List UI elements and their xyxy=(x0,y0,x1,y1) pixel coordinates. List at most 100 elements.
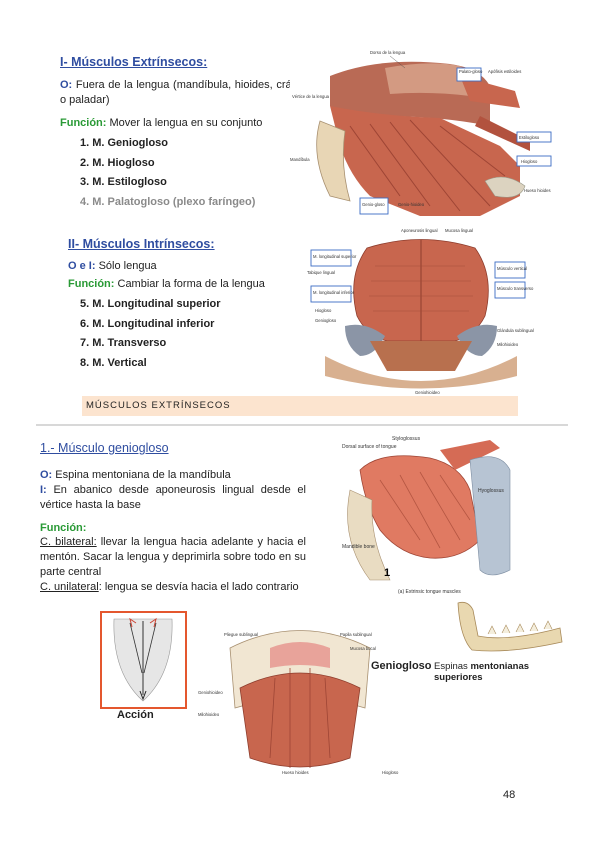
bilateral-label: C. bilateral: xyxy=(40,536,97,548)
label-hueso-hioides: Hueso hioides xyxy=(524,188,551,193)
tongue-action-figure xyxy=(100,611,187,709)
box-geniogloso xyxy=(359,197,389,215)
box-hiogloso xyxy=(516,155,552,167)
list-item: 3. M. Estilogloso xyxy=(80,176,167,188)
intrinsic-function: Función: Cambiar la forma de la lengua xyxy=(68,277,265,292)
box-long-inf xyxy=(310,285,352,303)
label-dorsal: Dorsal surface of tongue xyxy=(342,444,397,450)
label-mucosa: Mucosa lingual xyxy=(445,228,473,233)
extrinsic-muscle-list: 1. M. Geniogloso 2. M. Hiogloso 3. M. Es… xyxy=(80,134,255,212)
label-geniohioideo: Geniohioideo xyxy=(198,690,223,695)
oi-text: Sólo lengua xyxy=(95,260,157,272)
box-long-sup xyxy=(310,249,352,267)
mucosa-shape xyxy=(270,642,330,668)
list-item: 7. M. Transverso xyxy=(80,337,167,349)
label-hiogloso: Hiogloso xyxy=(382,770,399,775)
section-banner: MÚSCULOS EXTRÍNSECOS xyxy=(82,396,518,416)
intrinsic-muscle-list: 5. M. Longitudinal superior 6. M. Longit… xyxy=(80,295,221,373)
muscle-fibers xyxy=(379,471,471,549)
label-long-sup: M. longitudinal superior xyxy=(313,254,357,259)
label-mandible: Mandible bone xyxy=(342,544,375,550)
label-palatogloso: Palato-gloso xyxy=(459,69,483,74)
geniogloso-origin: O: Espina mentoniana de la mandíbula xyxy=(40,468,231,483)
box-vertical xyxy=(494,261,526,279)
genioglossus-block xyxy=(370,341,472,371)
origin-text: Espina mentoniana de la mandíbula xyxy=(52,469,231,481)
list-item: 5. M. Longitudinal superior xyxy=(80,298,221,310)
label-aponeurosis: Aponeurosis lingual xyxy=(401,228,438,233)
extrinsic-function: Función: Mover la lengua en su conjunto xyxy=(60,116,262,131)
label-hiogloso: Hiogloso xyxy=(315,308,332,313)
insertion-text: En abanico desde aponeurosis lingual des… xyxy=(40,484,306,511)
page-number: 48 xyxy=(503,789,516,801)
label-estilogloso: Estilogloso xyxy=(519,135,540,140)
geniogloso-function-label: Función: xyxy=(40,522,87,534)
label-number: 1 xyxy=(384,567,390,579)
muscle-fibers xyxy=(269,668,331,768)
function-label: Función: xyxy=(60,117,107,129)
mandible-shape xyxy=(347,489,391,581)
box-transverso xyxy=(494,281,526,299)
label-geniohioideo: Genio-hioideo xyxy=(398,202,425,207)
tongue-surface-shape xyxy=(385,63,472,96)
geniogloso-panel xyxy=(36,424,568,782)
label-geniogloso: Geniogloso xyxy=(315,318,337,323)
action-label: Acción xyxy=(117,709,154,721)
extrinsic-muscles-figure: Dorsal surface of tongue Styloglossus Hy… xyxy=(340,430,520,598)
spines-label: Espinas mentonianas superiores xyxy=(434,661,530,683)
extrinsic-origin: O: Fuera de la lengua (mandíbula, hioide… xyxy=(60,78,310,108)
geniogloso-figure-label: Geniogloso xyxy=(371,660,432,672)
function-text: Cambiar la forma de la lengua xyxy=(114,278,265,290)
geniogloso-insertion: I: En abanico desde aponeurosis lingual … xyxy=(40,483,306,513)
box-palatogloso xyxy=(456,67,482,82)
label-hyoglossus: Hyoglossus xyxy=(478,488,504,494)
bilateral-text: C. bilateral: llevar la lengua hacia ade… xyxy=(40,536,306,578)
palatoglossus-shape xyxy=(460,76,520,108)
origin-text: Fuera de la lengua (mandíbula, hioides, … xyxy=(60,79,310,106)
label-milohioideo: Milohioideo xyxy=(497,342,519,347)
label-pliegue: Pliegue sublingual xyxy=(224,632,258,637)
unilateral-label: C. unilateral xyxy=(40,581,99,593)
tongue-action-drawing xyxy=(113,617,173,702)
unilateral-text: C. unilateral: lengua se desvía hacia el… xyxy=(40,581,299,593)
label-hiogloso: Hiogloso xyxy=(521,159,538,164)
hyoid-bone-shape xyxy=(484,176,526,198)
extrinsic-title: I- Músculos Extrínsecos: xyxy=(60,55,208,69)
label-mandibula: Mandíbula xyxy=(290,157,310,162)
mylohyoid-layer xyxy=(325,356,517,389)
label-vertice: Vértice de la lengua xyxy=(292,94,330,99)
oi-label: O e I: xyxy=(68,260,96,272)
pharynx-shape xyxy=(469,456,511,576)
label-papila: Papila sublingual xyxy=(340,632,372,637)
box-estilogloso xyxy=(516,131,552,143)
label-tabique: Tabique lingual xyxy=(307,270,335,275)
label-hueso-hioides: Hueso hioides xyxy=(282,770,309,775)
label-caption: (a) Extrinsic tongue muscles xyxy=(398,589,461,595)
muscle-fibers xyxy=(349,119,506,212)
list-item: 4. M. Palatogloso (plexo faríngeo) xyxy=(80,195,256,208)
tongue-coronal-figure: Aponeurosis lingual Mucosa lingual M. lo… xyxy=(305,226,537,396)
spines-label-bold: mentonianas superiores xyxy=(434,661,530,683)
label-mucosa-bucal: Mucosa bucal xyxy=(350,646,376,651)
intrinsic-origin: O e I: Sólo lengua xyxy=(68,259,157,274)
label-styloglossus: Styloglossus xyxy=(392,436,421,442)
mandible-shape xyxy=(457,601,563,652)
label-apofisis: Apófisis estiloides xyxy=(488,69,521,74)
label-glandula: Glándula sublingual xyxy=(497,328,534,333)
transverse-fibers xyxy=(369,265,473,312)
banner-text: MÚSCULOS EXTRÍNSECOS xyxy=(86,400,231,411)
styloglossus-shape xyxy=(440,440,500,470)
mandible-bone-shape xyxy=(316,120,351,202)
list-item: 1. M. Geniogloso xyxy=(80,137,169,149)
mouth-floor-figure: Pliegue sublingual Papila sublingual Muc… xyxy=(190,618,410,776)
mandible-figure xyxy=(448,598,566,656)
label-vertical: Músculo vertical xyxy=(497,266,527,271)
label-geniogloso: Genio-gloso xyxy=(362,202,385,207)
tongue-lateral-shape xyxy=(359,455,481,559)
styloglossus-shape xyxy=(475,116,530,151)
lateral-structures xyxy=(345,324,497,356)
list-item: 2. M. Hiogloso xyxy=(80,156,155,169)
intrinsic-title: II- Músculos Intrínsecos: xyxy=(68,237,215,251)
label-transverso: Músculo transverso xyxy=(497,286,534,291)
origin-label: O: xyxy=(60,79,73,91)
